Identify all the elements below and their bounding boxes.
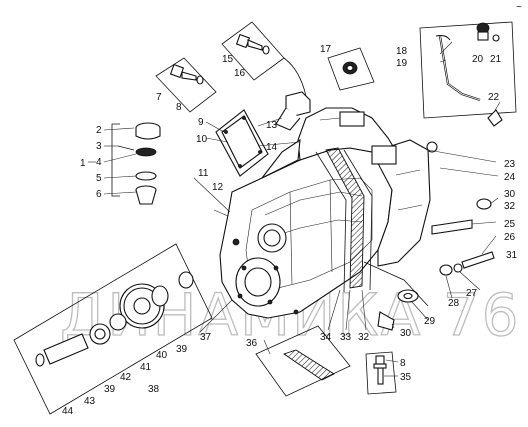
callout-25: 25 (504, 219, 516, 230)
callout-4: 4 (96, 157, 102, 168)
callout-8-top: 8 (176, 102, 182, 113)
callout-36: 36 (246, 338, 258, 349)
callout-44: 44 (62, 406, 74, 417)
right-side-parts (363, 198, 495, 331)
callout-30-right: 30 (504, 189, 516, 200)
callout-38: 38 (148, 384, 160, 395)
callout-11: 11 (198, 168, 209, 179)
callout-19: 19 (396, 58, 408, 69)
callout-labels: 1 2 3 4 5 6 7 8 9 10 11 12 13 14 15 16 1… (62, 44, 518, 417)
callout-7: 7 (156, 92, 162, 103)
callout-32-right: 32 (504, 201, 516, 212)
callout-14: 14 (266, 142, 278, 153)
breather-assembly (111, 122, 161, 205)
callout-28: 28 (448, 298, 460, 309)
callout-40: 40 (156, 350, 168, 361)
oil-pan (255, 325, 397, 397)
corner-mark: ~ (516, 2, 522, 13)
callout-3: 3 (96, 141, 102, 152)
callout-20: 20 (472, 54, 484, 65)
callout-17: 17 (320, 44, 332, 55)
callout-15: 15 (222, 54, 234, 65)
callout-29: 29 (424, 316, 436, 327)
callout-34: 34 (320, 332, 332, 343)
callout-9: 9 (198, 117, 204, 128)
plug-17 (327, 47, 375, 91)
callout-43: 43 (84, 396, 96, 407)
callout-27: 27 (466, 288, 478, 299)
callout-1: 1 (80, 158, 86, 169)
callout-16: 16 (234, 68, 246, 79)
callout-32-bottom: 32 (358, 332, 370, 343)
callout-39-upper: 39 (176, 344, 188, 355)
callout-21: 21 (490, 54, 502, 65)
callout-35: 35 (400, 372, 412, 383)
callout-22: 22 (488, 92, 500, 103)
cover-plate (215, 109, 269, 177)
callout-8-bottom: 8 (400, 358, 406, 369)
leader-lines (103, 41, 501, 377)
bolt-15 (221, 21, 307, 97)
callout-6: 6 (96, 189, 102, 200)
callout-18: 18 (396, 46, 408, 57)
callout-39-lower: 39 (104, 384, 116, 395)
callout-30-bottom: 30 (400, 328, 412, 339)
gear-shaft-assembly (13, 243, 213, 415)
callout-37: 37 (200, 332, 212, 343)
callout-2: 2 (96, 125, 102, 136)
callout-31: 31 (506, 250, 518, 261)
callout-42: 42 (120, 372, 132, 383)
callout-24: 24 (504, 172, 516, 183)
callout-12: 12 (212, 182, 224, 193)
callout-41: 41 (140, 362, 152, 373)
callout-26: 26 (504, 232, 516, 243)
callout-33: 33 (340, 332, 352, 343)
pipe-assembly (419, 21, 517, 127)
callout-13: 13 (266, 120, 278, 131)
transmission-housing (219, 91, 438, 319)
callout-10: 10 (196, 134, 208, 145)
bolt-7 (155, 57, 217, 113)
callout-23: 23 (504, 159, 516, 170)
callout-5: 5 (96, 173, 102, 184)
